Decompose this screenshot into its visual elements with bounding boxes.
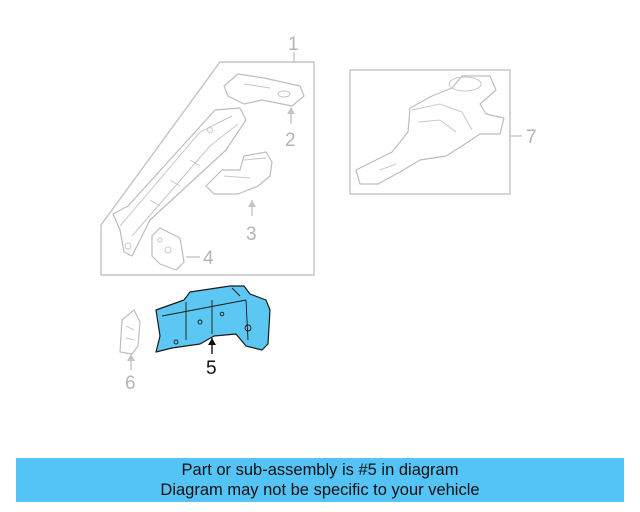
part-6-bracket — [119, 309, 141, 355]
callout-5: 5 — [206, 358, 217, 379]
frame-rail-part — [112, 107, 247, 257]
assembly-1-outline — [100, 61, 315, 276]
caption-bar: Part or sub-assembly is #5 in diagram Di… — [16, 458, 624, 502]
part-3-bracket — [205, 151, 273, 195]
part-5-highlighted[interactable] — [155, 285, 271, 353]
caption-line-1: Part or sub-assembly is #5 in diagram — [181, 461, 459, 479]
callout-3: 3 — [246, 224, 257, 245]
callout-4: 4 — [203, 248, 214, 269]
callout-2: 2 — [285, 130, 296, 151]
callout-5-arrowhead — [208, 338, 216, 345]
callout-6-arrowhead — [127, 354, 135, 361]
part-2-bracket — [223, 73, 305, 107]
callout-3-arrowhead — [248, 200, 256, 207]
assembly-7-outline — [349, 69, 511, 195]
callout-6: 6 — [125, 373, 136, 394]
caption-line-2: Diagram may not be specific to your vehi… — [160, 481, 480, 499]
part-4-plate — [151, 227, 185, 271]
parts-diagram: 1 2 3 4 7 — [100, 34, 537, 394]
callout-7: 7 — [526, 127, 537, 148]
callout-1: 1 — [288, 34, 299, 55]
part-7-wheelhouse — [355, 75, 505, 185]
callout-2-arrowhead — [287, 107, 295, 114]
